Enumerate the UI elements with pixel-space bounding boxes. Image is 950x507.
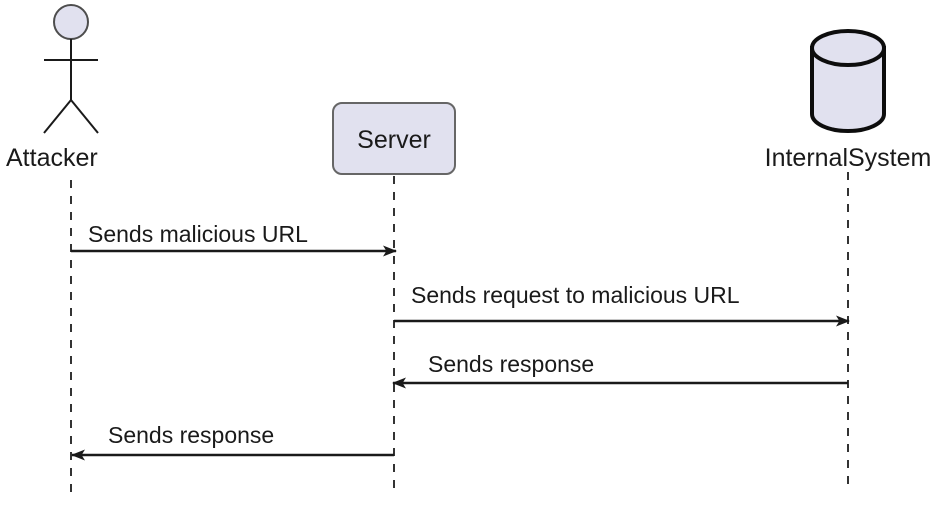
message-4[interactable]: Sends response — [71, 422, 394, 461]
participant-label-internalsystem: InternalSystem — [765, 144, 932, 172]
message-label-4: Sends response — [108, 422, 274, 448]
participant-label-server: Server — [357, 126, 431, 154]
actor-stick-figure-icon — [43, 4, 99, 134]
participant-attacker[interactable]: Attacker — [6, 4, 99, 172]
lifelines-group — [70, 172, 849, 492]
message-label-1: Sends malicious URL — [88, 221, 308, 247]
message-1[interactable]: Sends malicious URL — [71, 221, 397, 257]
message-label-3: Sends response — [428, 351, 594, 377]
participant-internalsystem[interactable]: InternalSystem — [765, 29, 932, 172]
message-label-2: Sends request to malicious URL — [411, 282, 740, 308]
participant-label-attacker: Attacker — [6, 144, 98, 172]
message-2[interactable]: Sends request to malicious URL — [394, 282, 850, 327]
message-3[interactable]: Sends response — [392, 351, 848, 389]
rounded-box-icon — [332, 102, 456, 175]
database-cylinder-icon — [810, 29, 886, 133]
participant-server[interactable]: Server — [332, 102, 456, 175]
